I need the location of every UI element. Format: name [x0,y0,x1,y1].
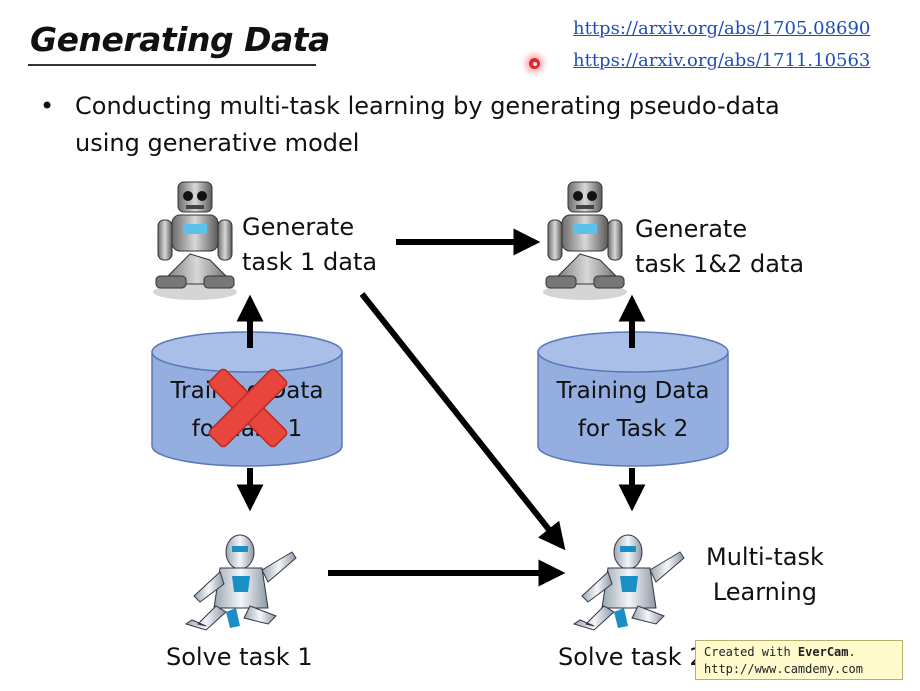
bullet-icon: • [40,92,55,120]
training-data-task2-label: Training Data for Task 2 [556,378,710,442]
generator2-label: Generate task 1&2 data [635,215,805,278]
slide-title: Generating Data [30,20,330,59]
generator-robot-2-icon [543,181,627,300]
generator-robot-1-icon [153,181,237,300]
solver2-label: Solve task 2 [558,643,705,671]
laser-pointer-icon [529,58,540,69]
bullet-text: Conducting multi-task learning by genera… [75,92,780,157]
arrow-generator1-to-multitask [359,292,566,551]
solver1-label: Solve task 1 [166,643,313,671]
arxiv-link-2[interactable]: https://arxiv.org/abs/1711.10563 [573,50,871,71]
training-data-task2-cylinder [537,331,729,467]
generator1-label: Generate task 1 data [242,213,378,276]
training-data-task1-label: Training Data for Task 1 [170,378,324,442]
title-underline [28,64,316,66]
solver-robot-2-icon [572,534,685,631]
multitask-learning-label: Multi-task Learning [706,543,824,606]
solver-robot-1-icon [184,534,297,631]
arxiv-link-1[interactable]: https://arxiv.org/abs/1705.08690 [573,18,871,39]
evercam-watermark: Created with EverCam. http://www.camdemy… [695,640,903,680]
